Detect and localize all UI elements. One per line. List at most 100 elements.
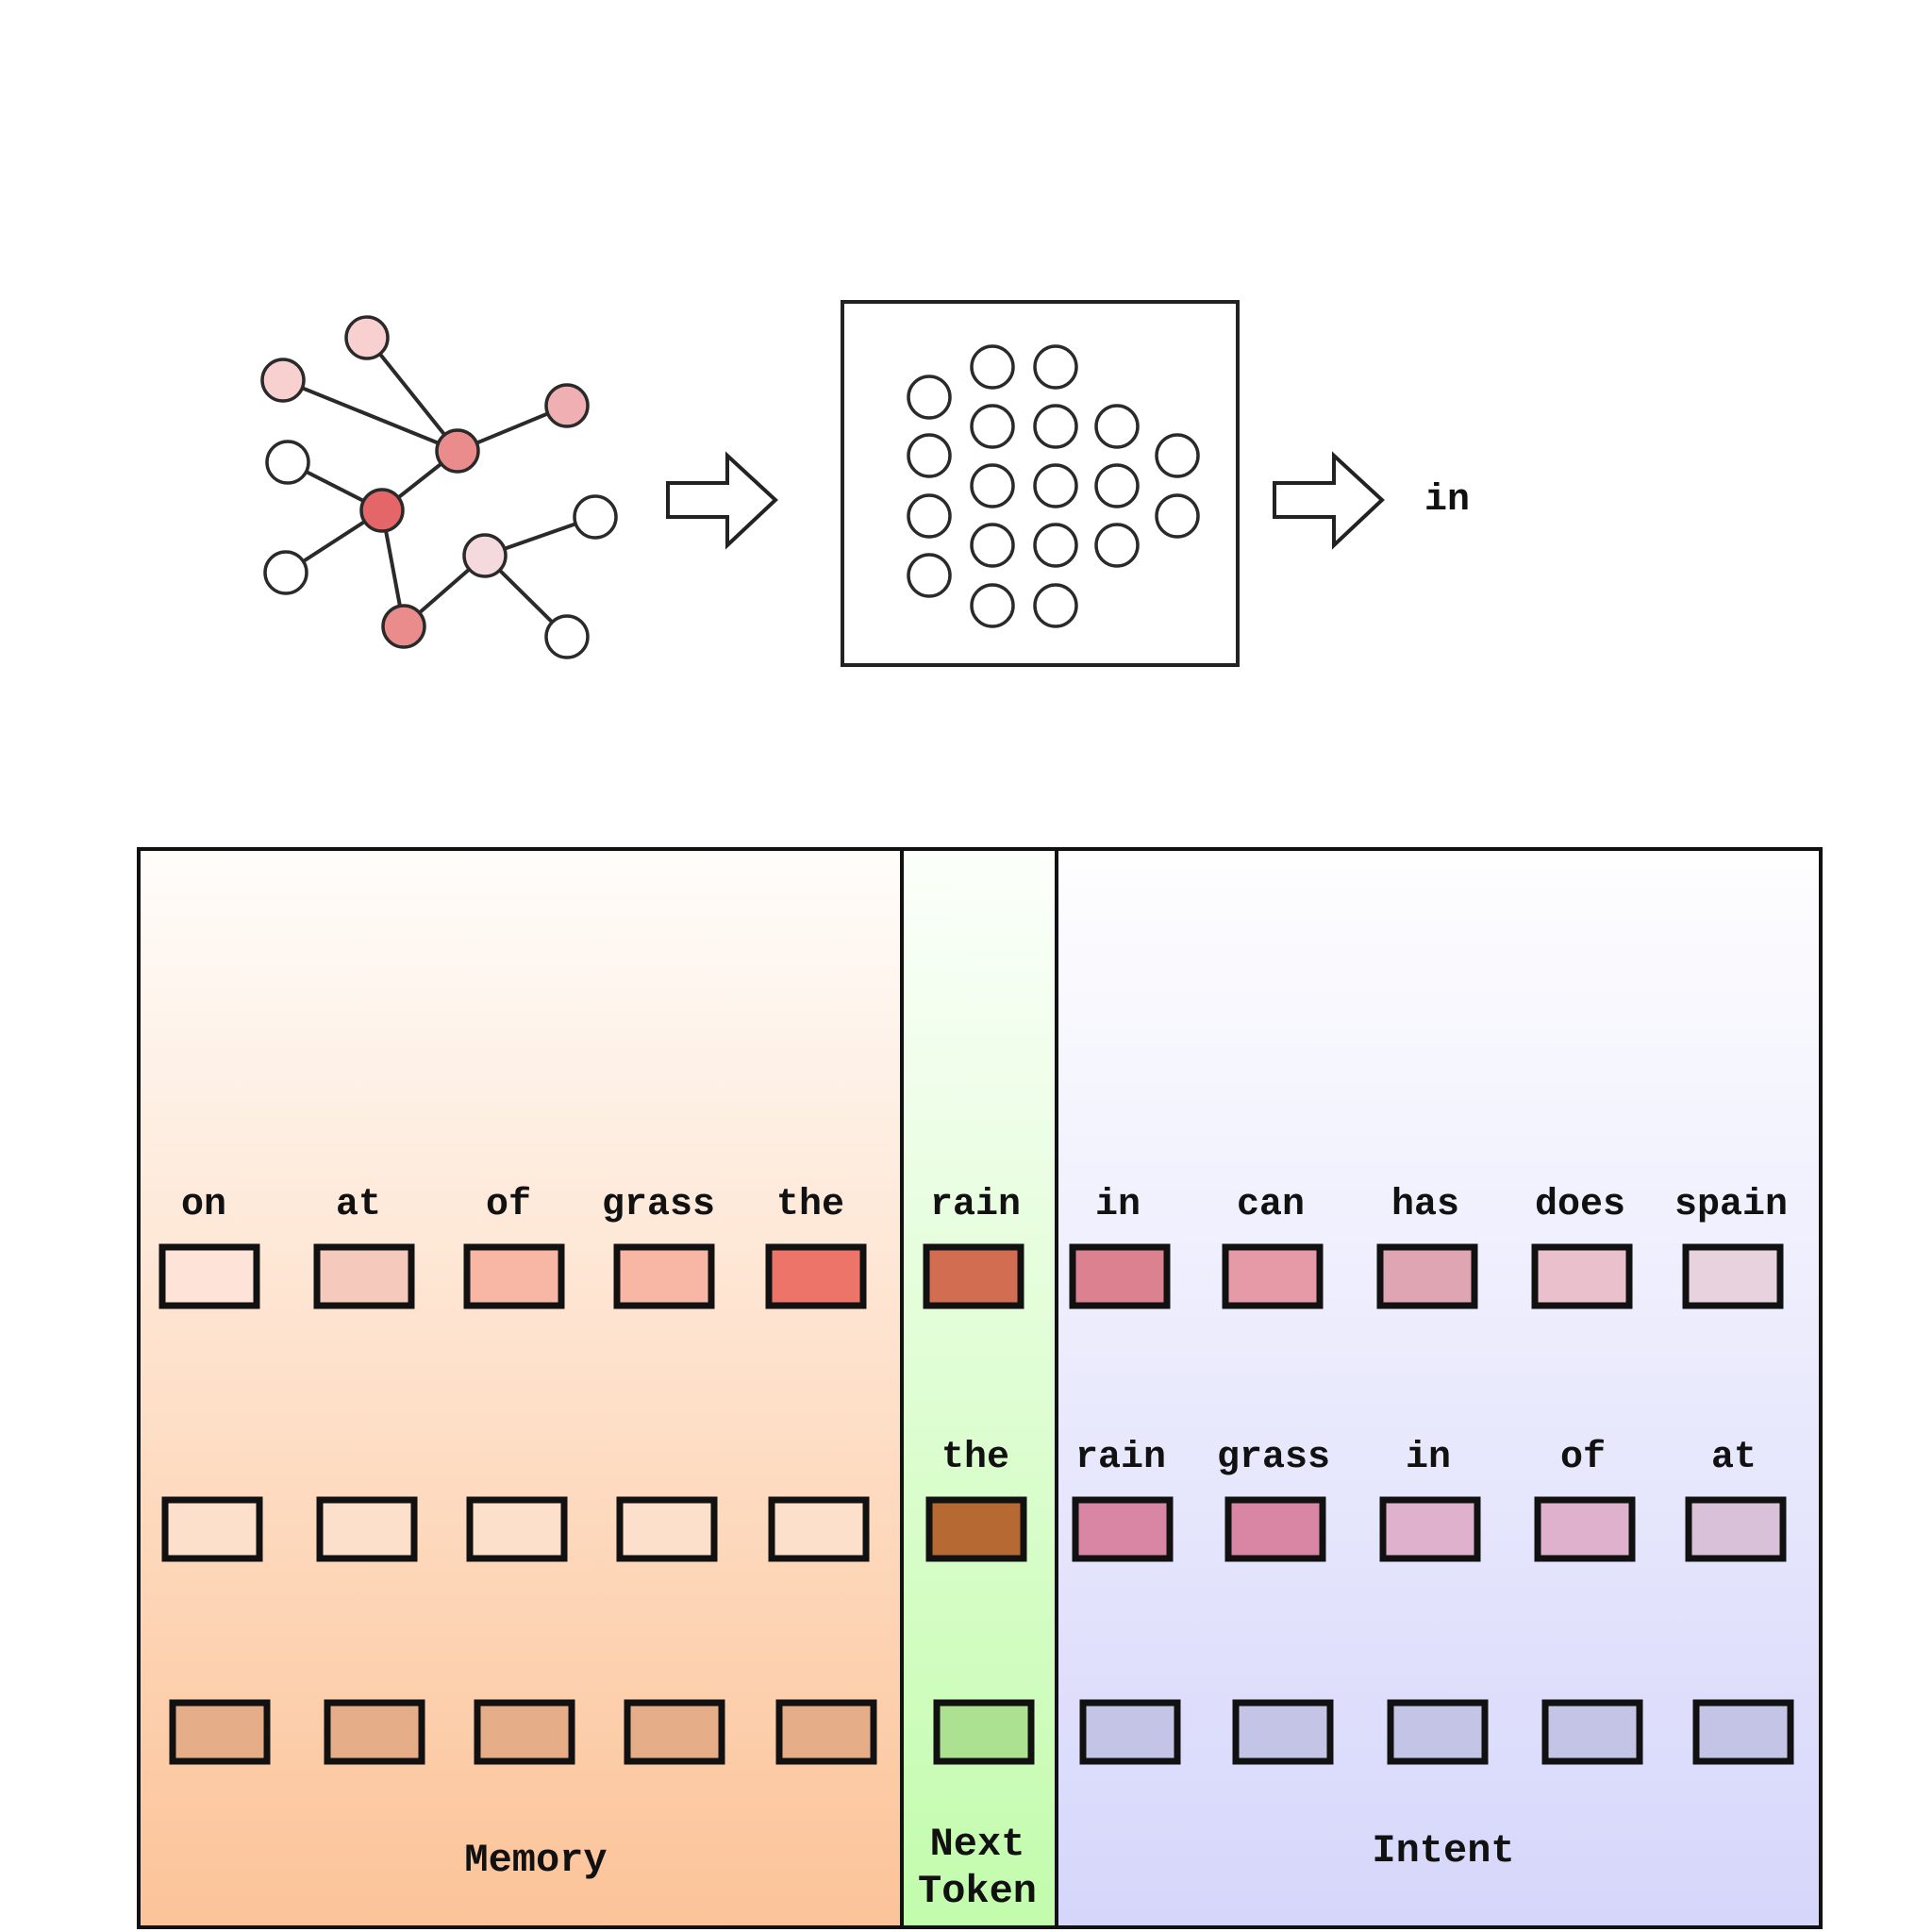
intent-word: in [1406,1437,1451,1479]
neuron [907,493,952,539]
neuron [1033,404,1078,449]
memory-word: of [486,1184,531,1226]
memory-slot [613,1243,715,1309]
intent-slot [1541,1699,1643,1765]
intent-slot [1376,1243,1478,1309]
intent-word: at [1711,1437,1757,1479]
intent-slot [1685,1496,1787,1562]
neuron [970,404,1015,449]
memory-word: grass [602,1184,715,1226]
neuron [1033,344,1078,390]
embedding-slots [158,1243,1794,1765]
graph-node [359,488,405,533]
intent-slot [1534,1496,1636,1562]
intent-word: grass [1217,1437,1330,1479]
graph-node [435,428,480,474]
panels: on at of grass the rain the in rain can grass has in… [137,847,1823,1929]
neuron [1155,433,1200,478]
memory-slot [768,1496,870,1562]
intent-word: in [1095,1184,1141,1226]
neuron [1094,463,1140,508]
intent-slot [1232,1699,1334,1765]
neuron [1094,523,1140,568]
network-neurons [907,344,1200,628]
intent-slot [1224,1496,1326,1562]
next-token-label-line2: Token [918,1869,1037,1914]
memory-slot [313,1243,415,1309]
memory-slot [463,1243,565,1309]
memory-slot [616,1496,718,1562]
next-token-word: the [941,1437,1009,1479]
right-arrow-icon [1273,451,1385,550]
memory-word: on [181,1184,226,1226]
memory-slot [466,1496,568,1562]
memory-word: the [776,1184,844,1226]
right-arrow-icon [666,451,778,550]
intent-slot [1682,1243,1784,1309]
intent-slot [1069,1243,1171,1309]
graph-nodes [260,315,618,659]
network-frame [841,300,1240,667]
intent-slot [1379,1496,1481,1562]
memory-panel [139,849,902,1927]
next-token-slot [923,1243,1024,1309]
intent-word: rain [1075,1437,1166,1479]
memory-slot [624,1699,725,1765]
intent-slot [1387,1699,1489,1765]
token-graph [260,315,618,659]
neuron [970,523,1015,568]
neuron [1033,463,1078,508]
graph-node [260,358,306,403]
memory-slot [324,1699,425,1765]
intent-slot [1531,1243,1633,1309]
graph-node [462,533,508,578]
memory-label: Memory [464,1838,607,1883]
memory-word: at [336,1184,381,1226]
neuron [1033,583,1078,628]
neuron [907,375,952,420]
neuron [1094,404,1140,449]
memory-slot [169,1699,271,1765]
intent-slot [1079,1699,1181,1765]
graph-edge [282,378,458,453]
graph-node [265,440,310,485]
next-token-slot [925,1496,1027,1562]
predicted-token: in [1424,479,1470,522]
memory-slot [474,1699,575,1765]
next-token-label-line1: Next [930,1822,1025,1867]
next-token-word: rain [930,1184,1021,1226]
next-token-slot [933,1699,1035,1765]
intent-word: can [1237,1184,1305,1226]
graph-node [544,614,590,659]
neuron [1155,493,1200,539]
graph-edges [282,336,596,639]
graph-node [344,315,390,360]
neural-network-box [841,300,1240,667]
graph-node [381,604,426,649]
intent-word: spain [1674,1184,1788,1226]
intent-slot [1222,1243,1324,1309]
graph-edge [365,336,459,453]
neuron [907,553,952,598]
neuron [970,463,1015,508]
graph-node [544,383,590,428]
neuron [907,433,952,478]
token-words: on at of grass the rain the in rain can grass has in… [181,1184,1788,1479]
neuron [1033,523,1078,568]
panel-borders [137,847,1823,1929]
next-token-panel [902,849,1057,1927]
intent-label: Intent [1372,1828,1514,1874]
intent-slot [1072,1496,1174,1562]
memory-slot [161,1496,263,1562]
graph-node [263,550,308,595]
intent-word: has [1391,1184,1459,1226]
memory-slot [158,1243,260,1309]
memory-slot [775,1699,877,1765]
memory-slot [316,1496,418,1562]
intent-word: does [1535,1184,1625,1226]
memory-slot [765,1243,867,1309]
neuron [970,583,1015,628]
intent-word: of [1560,1437,1606,1479]
intent-panel [1057,849,1821,1927]
